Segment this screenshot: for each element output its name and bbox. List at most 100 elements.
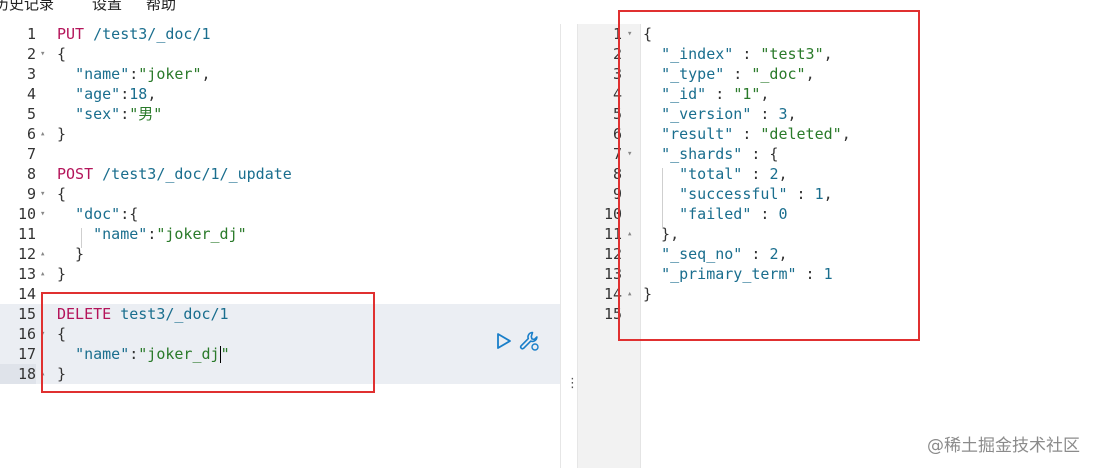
fold-close-icon[interactable]: ▴ [627, 229, 633, 239]
token-key: "_primary_term" [661, 265, 797, 283]
token-punc: : [742, 245, 770, 263]
menu-help[interactable]: 帮助 [146, 0, 177, 13]
token-punc: : [129, 345, 139, 363]
token-punc: : [120, 105, 130, 123]
token-key: "total" [679, 165, 743, 183]
token-num: 18 [129, 85, 148, 103]
code-text: { [57, 184, 66, 204]
fold-open-icon[interactable]: ▾ [40, 189, 46, 199]
token-punc: , [823, 185, 833, 203]
code-line: 18▴} [0, 364, 560, 384]
line-number: 11 [17, 225, 36, 243]
token-punc: : [751, 105, 779, 123]
code-line: 14▴} [578, 284, 1094, 304]
line-number: 2 [612, 45, 622, 63]
token-num: 2 [769, 165, 779, 183]
token-punc [57, 205, 75, 223]
token-punc [57, 85, 75, 103]
token-num: 1 [814, 185, 824, 203]
code-text: "_version" : 3, [643, 104, 796, 124]
code-line: 15 [578, 304, 1094, 324]
code-text: } [643, 284, 652, 304]
token-key: "_shards" [661, 145, 743, 163]
output-gutter-border [640, 24, 641, 468]
code-text: "failed" : 0 [643, 204, 787, 224]
indent-guide [81, 228, 82, 248]
code-text: PUT /test3/_doc/1 [57, 24, 211, 44]
token-key: "name" [75, 345, 130, 363]
token-key: "_id" [661, 85, 707, 103]
text-cursor [219, 346, 221, 363]
token-key: "sex" [75, 105, 121, 123]
token-punc: , [201, 65, 211, 83]
token-key: "result" [661, 125, 734, 143]
token-str: "test3" [760, 45, 824, 63]
code-text: "name":"joker_dj" [57, 224, 247, 244]
code-text: { [643, 24, 652, 44]
token-key: "age" [75, 85, 121, 103]
token-punc: , [841, 125, 851, 143]
token-punc: : { [742, 145, 779, 163]
fold-close-icon[interactable]: ▴ [40, 129, 46, 139]
line-number: 15 [17, 305, 36, 323]
token-num: 1 [823, 265, 833, 283]
code-line: 12 "_seq_no" : 2, [578, 244, 1094, 264]
fold-close-icon[interactable]: ▴ [40, 269, 46, 279]
fold-open-icon[interactable]: ▾ [40, 49, 46, 59]
token-punc: { [643, 25, 653, 43]
token-punc: : [147, 225, 157, 243]
code-text: { [57, 44, 66, 64]
token-key: "doc" [75, 205, 121, 223]
token-punc [57, 105, 75, 123]
line-number: 13 [17, 265, 36, 283]
splitter-handle-icon[interactable]: ⋮ [566, 376, 579, 391]
code-line: 11▴ }, [578, 224, 1094, 244]
fold-open-icon[interactable]: ▾ [40, 209, 46, 219]
token-punc: : [706, 85, 734, 103]
play-icon[interactable] [496, 332, 512, 350]
code-line: 8 "total" : 2, [578, 164, 1094, 184]
token-punc: : [751, 205, 779, 223]
code-line: 6▴} [0, 124, 560, 144]
token-key: "name" [93, 225, 148, 243]
code-line: 5 "_version" : 3, [578, 104, 1094, 124]
fold-open-icon[interactable]: ▾ [627, 149, 633, 159]
token-punc: : [120, 85, 130, 103]
fold-close-icon[interactable]: ▴ [40, 249, 46, 259]
token-punc: }, [643, 225, 680, 243]
wrench-icon[interactable] [518, 330, 540, 352]
line-number: 9 [612, 185, 622, 203]
line-number: 3 [26, 65, 36, 83]
line-number: 5 [612, 105, 622, 123]
code-line: 2 "_index" : "test3", [578, 44, 1094, 64]
line-number: 7 [612, 145, 622, 163]
token-punc: , [823, 45, 833, 63]
code-line: 3 "name":"joker", [0, 64, 560, 84]
token-punc: { [57, 325, 67, 343]
token-punc [57, 225, 93, 243]
token-str: "男" [129, 105, 163, 123]
token-punc: , [805, 65, 815, 83]
line-number: 16 [17, 325, 36, 343]
line-number: 8 [26, 165, 36, 183]
line-number: 1 [612, 25, 622, 43]
pane-splitter[interactable]: ⋮ [560, 24, 579, 468]
token-punc: } [57, 265, 67, 283]
code-line: 5 "sex":"男" [0, 104, 560, 124]
token-str: "deleted" [760, 125, 842, 143]
code-line: 14 [0, 284, 560, 304]
line-number: 6 [612, 125, 622, 143]
line-number: 4 [26, 85, 36, 103]
token-str: "joker" [138, 65, 202, 83]
token-punc: : [129, 65, 139, 83]
fold-close-icon[interactable]: ▴ [627, 289, 633, 299]
code-text: "_seq_no" : 2, [643, 244, 787, 264]
menu-settings[interactable]: 设置 [92, 0, 123, 13]
fold-open-icon[interactable]: ▾ [627, 29, 633, 39]
menu-history[interactable]: 历史记录 [0, 0, 55, 13]
token-num: 3 [778, 105, 788, 123]
code-line: 13 "_primary_term" : 1 [578, 264, 1094, 284]
